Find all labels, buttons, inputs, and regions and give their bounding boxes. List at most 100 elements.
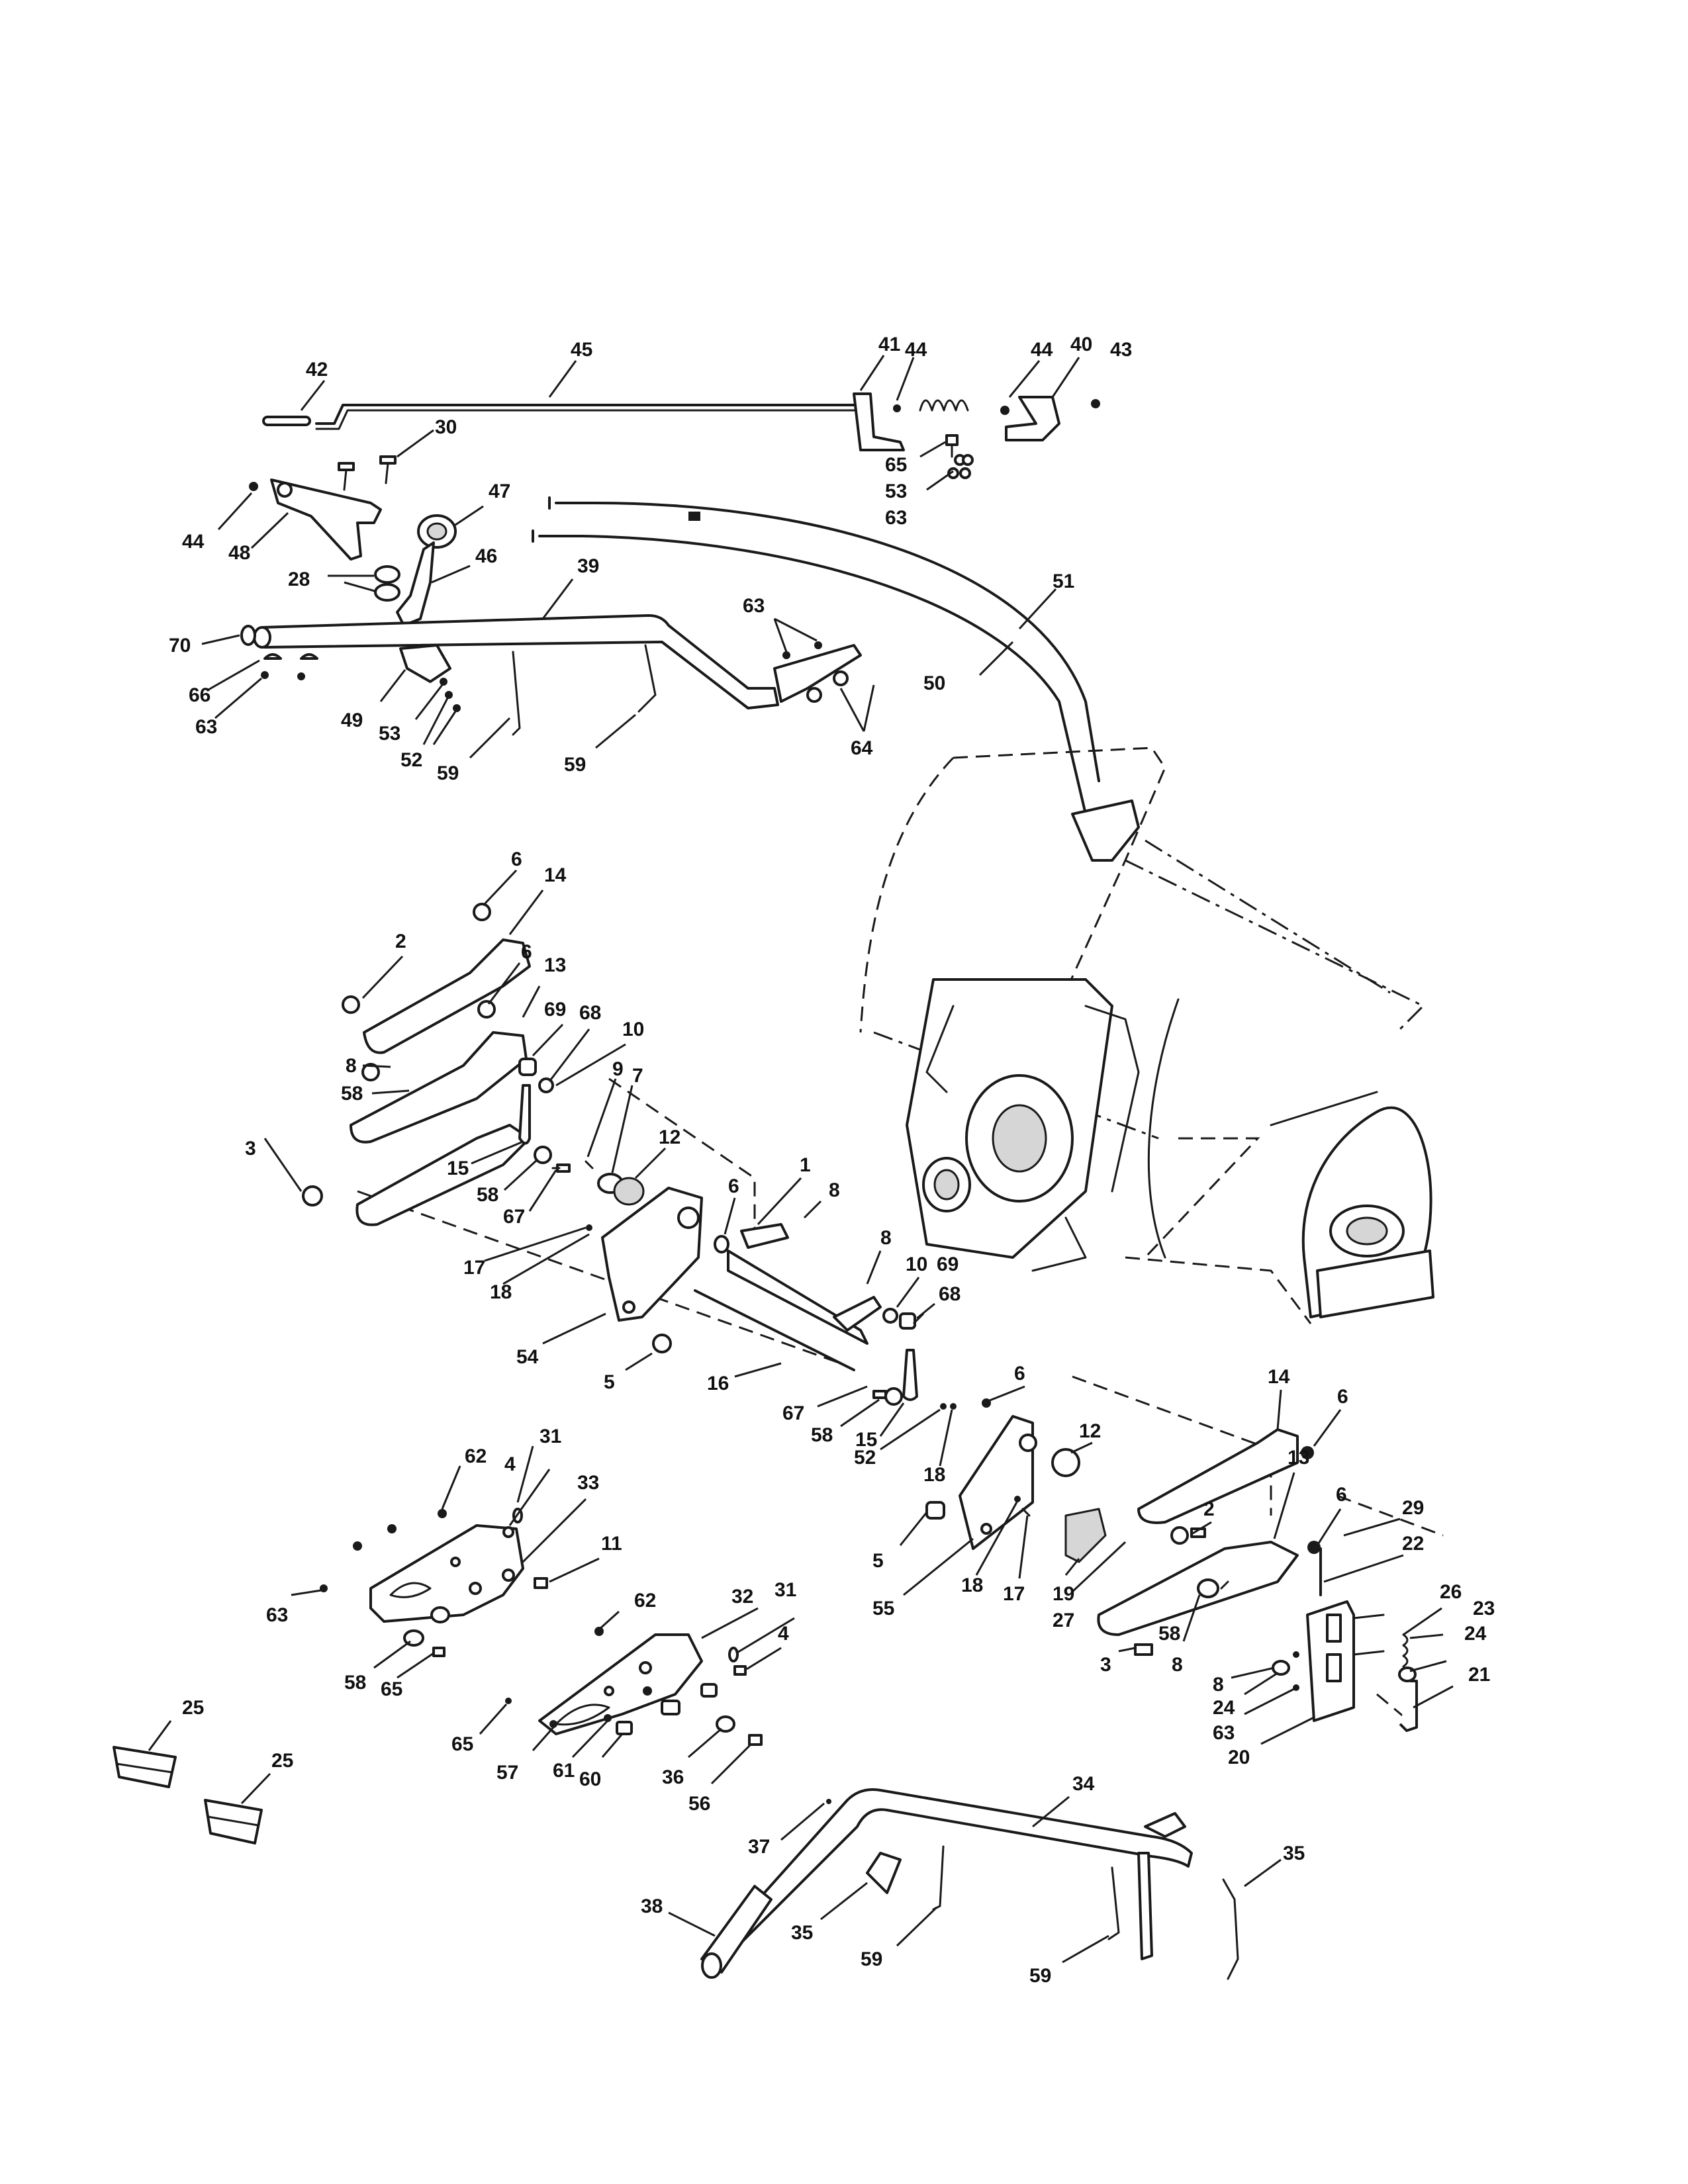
callout-23: 23 bbox=[1473, 1598, 1495, 1619]
callout-27: 27 bbox=[1053, 1610, 1074, 1631]
callout-39: 39 bbox=[577, 555, 599, 577]
callout-59: 59 bbox=[1029, 1965, 1051, 1987]
callout-54: 54 bbox=[516, 1346, 539, 1368]
callout-9: 9 bbox=[612, 1058, 624, 1080]
callout-51: 51 bbox=[1053, 570, 1074, 592]
callout-42: 42 bbox=[306, 359, 328, 381]
auger-housing bbox=[859, 747, 1434, 1324]
callout-13: 13 bbox=[1288, 1447, 1309, 1469]
callout-2: 2 bbox=[1203, 1498, 1215, 1520]
right-plate-assembly bbox=[872, 1349, 1107, 1563]
callout-1: 1 bbox=[800, 1154, 811, 1176]
handle-34-drawing bbox=[717, 1788, 1193, 1954]
plate-25a-drawing bbox=[113, 1746, 177, 1788]
callout-60: 60 bbox=[579, 1768, 601, 1790]
callout-3: 3 bbox=[245, 1138, 256, 1160]
callout-8: 8 bbox=[1213, 1674, 1224, 1696]
housing-outline bbox=[1125, 859, 1425, 1034]
callout-15: 15 bbox=[855, 1429, 877, 1451]
callout-64: 64 bbox=[851, 737, 873, 759]
callout-67: 67 bbox=[503, 1206, 525, 1228]
callout-63: 63 bbox=[266, 1604, 288, 1626]
callout-31: 31 bbox=[539, 1426, 561, 1447]
cable-35-drawing bbox=[1222, 1878, 1239, 1980]
callout-47: 47 bbox=[489, 480, 510, 502]
skid-bracket-assembly bbox=[1272, 1547, 1418, 1732]
chute-cables bbox=[532, 496, 1100, 815]
callout-38: 38 bbox=[641, 1895, 663, 1917]
callout-44: 44 bbox=[182, 531, 205, 553]
rod-45-drawing bbox=[315, 404, 862, 425]
callout-6: 6 bbox=[511, 848, 522, 870]
callout-52: 52 bbox=[854, 1447, 876, 1469]
cap-70-drawing bbox=[240, 625, 256, 646]
callout-69: 69 bbox=[937, 1253, 959, 1275]
spring-drawing bbox=[919, 399, 969, 412]
callout-8: 8 bbox=[880, 1227, 892, 1249]
cable-51-drawing bbox=[555, 502, 1100, 782]
callout-19: 19 bbox=[1053, 1583, 1074, 1605]
callout-5: 5 bbox=[604, 1371, 615, 1393]
callout-35: 35 bbox=[791, 1922, 813, 1944]
callout-63: 63 bbox=[885, 507, 907, 529]
callout-49: 49 bbox=[341, 709, 363, 731]
leader-lines bbox=[148, 355, 1454, 1964]
callout-31: 31 bbox=[774, 1579, 796, 1601]
callout-3: 3 bbox=[1100, 1654, 1111, 1676]
lift-links-right bbox=[1097, 1428, 1321, 1656]
callout-12: 12 bbox=[1079, 1420, 1101, 1442]
callout-59: 59 bbox=[437, 762, 459, 784]
shaft-1-drawing bbox=[727, 1250, 868, 1345]
bracket-48-drawing bbox=[270, 478, 382, 561]
callout-44: 44 bbox=[1031, 339, 1053, 361]
callout-8: 8 bbox=[829, 1179, 840, 1201]
callout-11: 11 bbox=[601, 1533, 622, 1555]
link-13-drawing bbox=[350, 1031, 528, 1144]
callout-14: 14 bbox=[544, 864, 567, 886]
callout-15: 15 bbox=[447, 1158, 469, 1179]
callout-4: 4 bbox=[504, 1453, 516, 1475]
callout-16: 16 bbox=[707, 1373, 729, 1394]
callout-6: 6 bbox=[1337, 1386, 1348, 1408]
callout-7: 7 bbox=[632, 1065, 643, 1087]
callout-45: 45 bbox=[571, 339, 592, 361]
callout-58: 58 bbox=[477, 1184, 498, 1206]
callout-20: 20 bbox=[1228, 1747, 1250, 1768]
callout-44: 44 bbox=[905, 339, 927, 361]
callout-17: 17 bbox=[463, 1257, 485, 1279]
callout-8: 8 bbox=[1172, 1654, 1183, 1676]
callout-65: 65 bbox=[885, 454, 907, 476]
callout-26: 26 bbox=[1440, 1581, 1462, 1603]
callout-29: 29 bbox=[1402, 1497, 1424, 1519]
callout-6: 6 bbox=[1336, 1484, 1347, 1506]
callout-57: 57 bbox=[496, 1762, 518, 1784]
callout-69: 69 bbox=[544, 999, 566, 1021]
callout-34: 34 bbox=[1072, 1773, 1095, 1795]
callout-66: 66 bbox=[189, 684, 211, 706]
callout-5: 5 bbox=[872, 1550, 884, 1572]
pin-42-drawing bbox=[262, 416, 311, 426]
callout-63: 63 bbox=[743, 595, 765, 617]
handle-brackets bbox=[320, 1508, 763, 1746]
callout-59: 59 bbox=[564, 754, 586, 776]
callout-63: 63 bbox=[195, 716, 217, 738]
callout-65: 65 bbox=[451, 1733, 473, 1755]
crank-rod-39-drawing bbox=[260, 614, 779, 709]
chute-bracket-drawing bbox=[1071, 799, 1140, 862]
callout-37: 37 bbox=[748, 1836, 770, 1858]
callout-24: 24 bbox=[1464, 1623, 1487, 1645]
lever-35-drawing bbox=[866, 1852, 902, 1894]
handle-assembly bbox=[113, 1746, 1239, 1980]
bushing-12b-drawing bbox=[1051, 1448, 1080, 1477]
arm-46-drawing bbox=[396, 541, 435, 627]
callout-6: 6 bbox=[1014, 1363, 1025, 1385]
callout-17: 17 bbox=[1003, 1583, 1025, 1605]
callout-21: 21 bbox=[1468, 1664, 1490, 1686]
bracket-32-drawing bbox=[538, 1633, 703, 1735]
callout-41: 41 bbox=[878, 334, 900, 355]
callout-35: 35 bbox=[1283, 1843, 1305, 1864]
callout-68: 68 bbox=[579, 1002, 601, 1024]
callout-61: 61 bbox=[553, 1760, 575, 1782]
bushing-12-drawing bbox=[613, 1177, 645, 1206]
